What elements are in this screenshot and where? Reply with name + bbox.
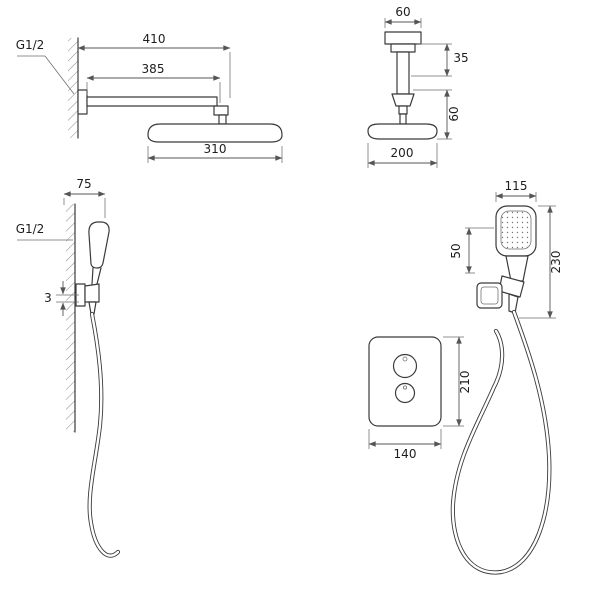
view-hand-shower-side: 75 G1/2 3: [16, 177, 121, 558]
dim-label-35: 35: [453, 51, 468, 65]
dim-label-50: 50: [449, 243, 463, 258]
wall-holder: [476, 275, 525, 314]
dim-label-140: 140: [394, 447, 417, 461]
hand-shower-hose-front: [450, 309, 552, 575]
dim-label-60-top: 60: [395, 5, 410, 19]
dim-140: 140: [368, 429, 442, 461]
view-rain-shower-side: 60 35 60 200: [367, 5, 469, 168]
dim-label-75: 75: [76, 177, 91, 191]
dim-410: 410: [77, 32, 231, 98]
dim-310: 310: [147, 142, 283, 163]
hand-shower-hose-side: [87, 311, 121, 558]
dim-60-drop: 60: [413, 89, 461, 140]
dim-3: 3: [44, 281, 79, 316]
dim-385: 385: [86, 62, 221, 103]
dim-230: 230: [519, 205, 563, 319]
hand-shower-head: [495, 205, 537, 282]
shower-arm: [77, 89, 229, 125]
dim-75: 75: [63, 177, 106, 218]
hand-shower-profile: [75, 221, 110, 315]
shower-head-front: [147, 123, 283, 143]
dim-210: 210: [443, 336, 472, 427]
thread-label: G1/2: [16, 222, 45, 236]
wall-section: [66, 203, 76, 433]
dim-label-210: 210: [458, 371, 472, 394]
dim-115: 115: [495, 179, 537, 202]
dim-35: 35: [411, 43, 469, 77]
view-hand-shower-front: 115 50 230: [449, 179, 563, 575]
dim-label-200: 200: [391, 146, 414, 160]
view-rain-shower-front: G1/2 410 385 310: [16, 32, 283, 163]
dim-50: 50: [449, 227, 494, 274]
dim-label-3: 3: [44, 291, 52, 305]
wall-section: [68, 37, 79, 139]
ball-joint: [391, 93, 415, 125]
dim-label-230: 230: [549, 251, 563, 274]
dim-label-60-drop: 60: [447, 106, 461, 121]
dim-label-310: 310: [204, 142, 227, 156]
dim-60-top: 60: [384, 5, 422, 28]
ceiling-flange: [384, 31, 422, 95]
dim-label-410: 410: [143, 32, 166, 46]
thread-callout: G1/2: [16, 38, 75, 95]
valve-plate: [368, 336, 442, 427]
thread-callout: G1/2: [16, 222, 73, 241]
view-valve-front: 210 140: [368, 336, 472, 461]
dim-label-115: 115: [505, 179, 528, 193]
dim-200: 200: [367, 143, 438, 168]
thread-label: G1/2: [16, 38, 45, 52]
shower-head-side: [367, 123, 438, 140]
dim-label-385: 385: [142, 62, 165, 76]
